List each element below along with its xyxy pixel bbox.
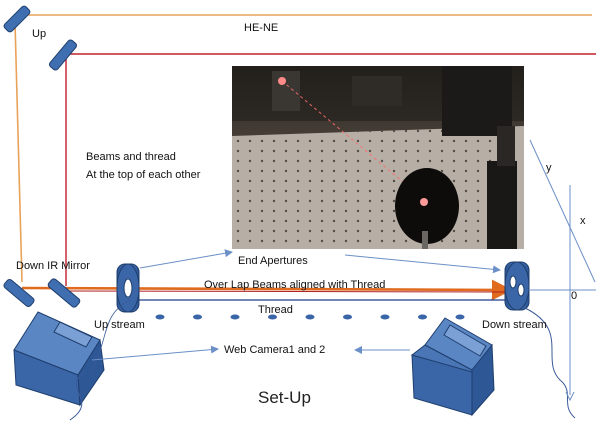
thread-bead [305,314,315,320]
web-camera-1 [13,311,105,407]
diagram-title: Set-Up [258,388,311,407]
downstream-label: Down stream [482,319,547,331]
camera-arrow-left [91,345,219,361]
coordinate-axes [529,139,596,402]
ir-label: IR [260,66,271,68]
mirror-down-ir [47,278,81,308]
axis-x-label: x [580,215,586,227]
beams-thread-label-1: Beams and thread [86,151,176,163]
thread-bead [155,314,165,320]
mirror-up-ir [48,39,78,71]
ir-beam [65,53,596,286]
down-ir-mirror-label: Down IR Mirror [16,260,90,272]
thread-label: Thread [258,304,293,316]
thread-bead [193,314,202,320]
axis-origin-label: 0 [571,290,578,302]
thread-bead [455,314,465,320]
end-apertures-arrow-left [139,249,233,269]
axis-y-label: y [546,162,552,174]
thread-end-upstream [89,299,131,373]
overlap-label: Over Lap Beams aligned with Thread [204,279,386,291]
downstream-aperture [504,261,530,311]
camera-1-cable [69,371,86,421]
mirror-down-hene [3,278,35,308]
web-camera-2 [410,317,495,417]
end-apertures-arrow-right [344,254,501,274]
upstream-label: Up stream [94,319,145,331]
mirror-up-hene [3,5,31,33]
thread-bead [418,314,427,320]
thread-bead [380,314,390,320]
end-apertures-label: End Apertures [238,255,308,267]
hene-label: HE-NE [244,22,279,34]
hene-beam [14,14,592,283]
camera-2-cable [524,307,576,419]
web-camera-label: Web Camera1 and 2 [224,344,326,356]
thread-beads [155,314,465,320]
beam-alignment-photo: IR [232,66,524,249]
upstream-aperture [116,263,140,313]
beams-thread-label-2: At the top of each other [86,169,201,181]
thread-bead [230,314,240,320]
thread-bead [268,314,277,320]
thread-bead [343,314,352,320]
up-label: Up [32,28,47,40]
